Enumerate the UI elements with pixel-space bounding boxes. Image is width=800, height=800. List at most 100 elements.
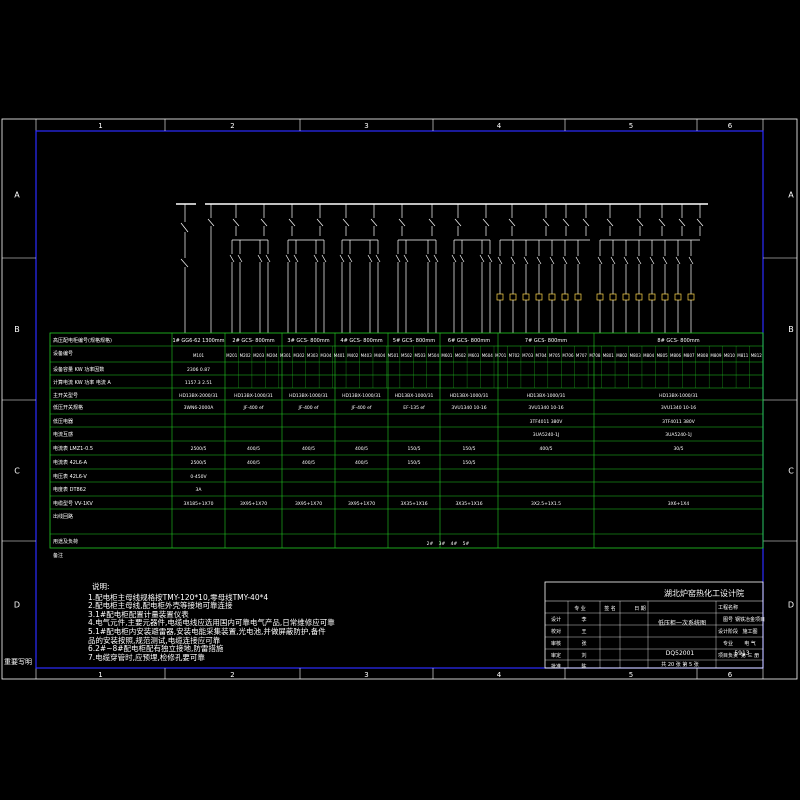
cable-cell: 3X95+1X70 [240, 501, 267, 507]
title-row-name: 陈 [581, 663, 586, 670]
device-id-cell: M601 [441, 353, 453, 358]
branch-switch [367, 254, 373, 263]
feeder-switch [428, 218, 436, 227]
zone-row-label: A [14, 191, 20, 200]
title-row-label: 校对 [551, 628, 561, 635]
branch-switch [265, 254, 271, 263]
device-id-cell: M303 [307, 353, 319, 358]
branch-switch [375, 254, 381, 263]
branch-switch [285, 254, 291, 263]
single-line-diagram [176, 203, 708, 333]
sheet-code: DQ52001 [666, 650, 695, 657]
zone-row-label: B [14, 325, 20, 334]
device-id-cell: M302 [293, 353, 305, 358]
remark-cell: 5# [463, 541, 470, 547]
note-line: 6.2#~8#配电柜配有独立接地,防雷措施 [88, 644, 224, 654]
table-row-label: 电度表 DT862 [53, 486, 86, 493]
ammeter-cell: 150/5 [408, 446, 421, 452]
table-row-label: 设备编号 [53, 350, 73, 357]
device-id-cell: M801 [603, 353, 615, 358]
motor-breaker [522, 293, 530, 301]
motor-breaker [661, 293, 669, 301]
ammeter-cell: 30/5 [673, 446, 683, 452]
zone-row-label: D [788, 601, 794, 610]
ammeter-cell: 400/5 [247, 446, 260, 452]
motor-breaker [687, 293, 695, 301]
title-right-label: 图号 [723, 617, 733, 623]
feeder-switch [207, 218, 215, 227]
device-id-cell: M602 [455, 353, 467, 358]
feeder-switch [696, 218, 704, 227]
contactor-cell: 3TF4011 380V [662, 419, 696, 425]
branch-switch [487, 254, 493, 263]
table-row-label: 用途及负荷 [53, 538, 78, 545]
ammeter42-cell: 150/5 [463, 460, 476, 466]
switch-cell: HD13BX-1000/31 [342, 393, 381, 399]
feeder-switch [606, 218, 614, 227]
feeder-switch [562, 218, 570, 227]
cable-cell: 3X185+1X70 [184, 501, 214, 507]
remark-cell: 3# [439, 541, 446, 547]
branch-switch [257, 254, 263, 263]
remark-cell: 4# [451, 541, 458, 547]
device-id-cell: M503 [414, 353, 426, 358]
motor-breaker [609, 293, 617, 301]
branch-switch [229, 254, 235, 263]
current-cell: 1157.3 2.51 [185, 380, 212, 386]
table-row-label: 低压开关规格 [53, 404, 83, 411]
note-line: 7.电缆穿管时,应预埋,检修孔要可靠 [88, 652, 205, 662]
ammeter-cell: 400/5 [540, 446, 553, 452]
branch-switch [293, 254, 299, 263]
motor-switch [675, 256, 681, 265]
zone-col-label: 3 [364, 671, 368, 679]
ct-cell: 3UA5240-1J [665, 432, 692, 438]
zone-col-label: 1 [98, 671, 102, 679]
motor-switch [610, 256, 616, 265]
branch-switch [425, 254, 431, 263]
device-id-cell: M301 [280, 353, 292, 358]
device-id-cell: M402 [347, 353, 359, 358]
zone-row-label: D [14, 601, 20, 610]
table-row-label: 电缆型号 VV-1KV [53, 500, 93, 507]
motor-switch [597, 256, 603, 265]
device-id-cell: M803 [630, 353, 642, 358]
table-row-label: 低压电器 [53, 418, 73, 425]
breaker-cell: 3VU1340 10-16 [528, 405, 563, 411]
breaker-cell: 3VU1340 10-16 [451, 405, 486, 411]
feeder-switch [582, 218, 590, 227]
zone-col-label: 4 [497, 122, 502, 130]
motor-switch [649, 256, 655, 265]
device-id-cell: M808 [697, 353, 709, 358]
device-id-cell: M811 [737, 353, 749, 358]
device-id-cell: M401 [334, 353, 346, 358]
switch-cell: HD13BX-1000/31 [395, 393, 434, 399]
feeder-switch [482, 218, 490, 227]
remark-cell: 2# [427, 541, 434, 547]
title-col-head: 签 名 [604, 605, 616, 612]
table-border [49, 332, 764, 549]
outer-frame [1, 118, 798, 680]
feeder-switch [636, 218, 644, 227]
branch-switch [451, 254, 457, 263]
device-id-cell: M204 [267, 353, 279, 358]
device-id-cell: M706 [562, 353, 574, 358]
notes-title: 说明: [92, 582, 110, 591]
switch-cell: HD13BX-2000/31 [179, 393, 218, 399]
title-right-value: 电 气 [744, 640, 756, 647]
breaker-cell: 3WN6-2000A [184, 405, 215, 411]
feeder-switch [288, 218, 296, 227]
feeder-switch [316, 218, 324, 227]
cable-cell: 3X95+1X70 [348, 501, 375, 507]
feeder-switch [370, 218, 378, 227]
title-right-label: 设计阶段 [718, 628, 738, 635]
zone-col-label: 5 [629, 122, 633, 130]
note-line: 2.配电柜主母线,配电柜外壳等接地可靠连接 [88, 601, 233, 611]
table-header: 3# GCS- 800mm [287, 338, 329, 344]
device-id-cell: M804 [643, 353, 655, 358]
device-id-cell: M702 [509, 353, 521, 358]
feeder-switch [260, 218, 268, 227]
note-line: 3.1#配电柜配置计量装置仪表 [88, 609, 189, 619]
motor-breaker [622, 293, 630, 301]
